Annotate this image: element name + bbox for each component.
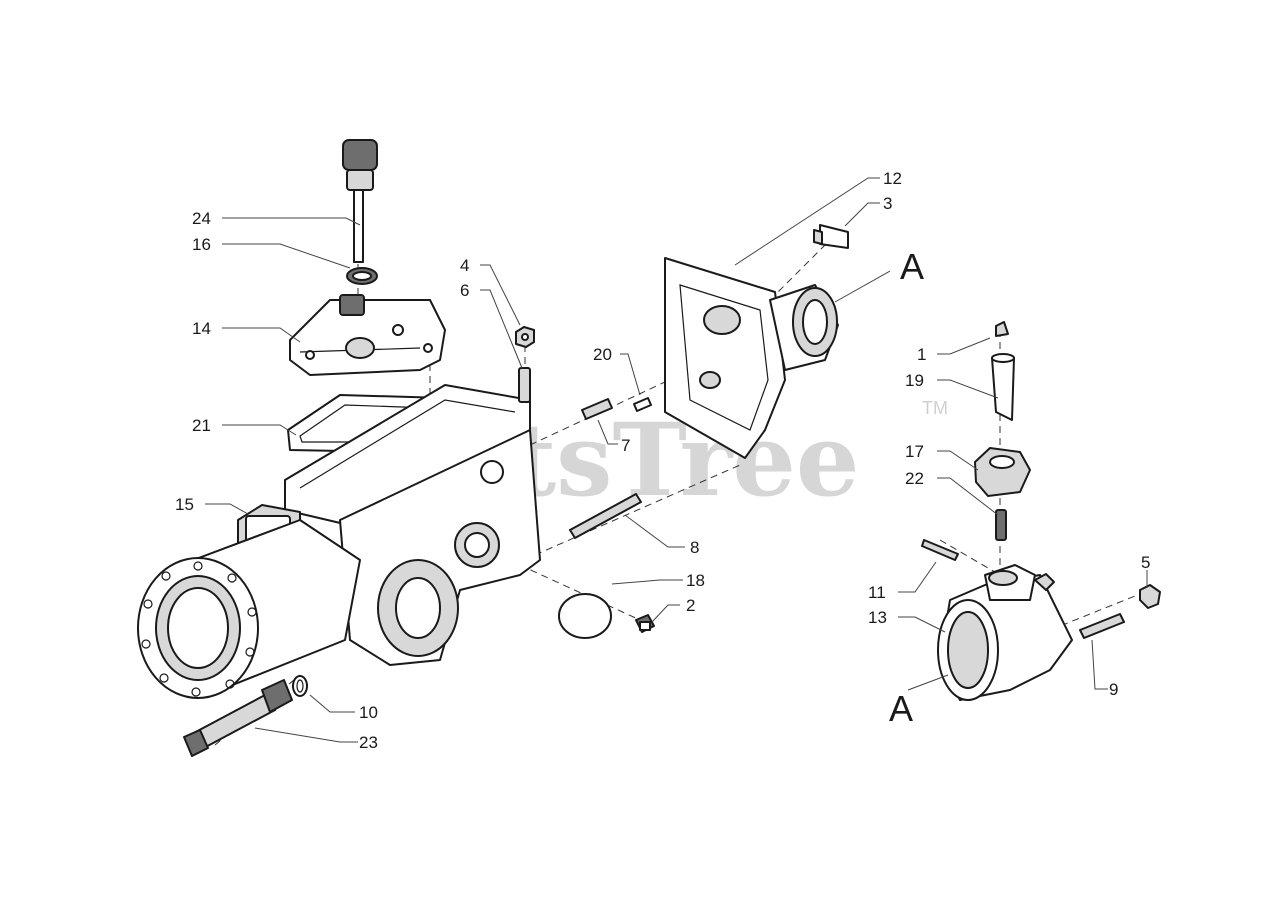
callout-15[interactable]: 15 <box>175 495 194 514</box>
section-mark-upper: A <box>900 246 924 287</box>
callout-9[interactable]: 9 <box>1109 680 1118 699</box>
part-23-drain-fitting[interactable] <box>183 679 293 757</box>
part-15-transmission-housing[interactable] <box>137 384 541 699</box>
section-mark-lower: A <box>889 688 913 729</box>
part-17-collar[interactable] <box>974 447 1031 497</box>
callout-2[interactable]: 2 <box>686 596 695 615</box>
callout-19[interactable]: 19 <box>905 371 924 390</box>
flange-bolt-holes <box>141 561 257 697</box>
callout-12[interactable]: 12 <box>883 169 902 188</box>
part-6-stud[interactable] <box>518 367 531 403</box>
callout-4[interactable]: 4 <box>460 256 469 275</box>
part-2-bolt[interactable] <box>635 614 655 633</box>
callout-24[interactable]: 24 <box>192 209 211 228</box>
callout-16[interactable]: 16 <box>192 235 211 254</box>
callout-11[interactable]: 11 <box>868 583 886 602</box>
callout-7[interactable]: 7 <box>621 436 630 455</box>
callout-14[interactable]: 14 <box>192 319 211 338</box>
callout-23[interactable]: 23 <box>359 733 378 752</box>
callout-20[interactable]: 20 <box>593 345 612 364</box>
part-3-plug[interactable] <box>813 224 849 249</box>
part-5-nut[interactable] <box>1139 584 1161 609</box>
part-8-long-stud[interactable] <box>569 493 642 539</box>
callout-8[interactable]: 8 <box>690 538 699 557</box>
part-9-stud[interactable] <box>1079 613 1125 639</box>
part-24-dipstick[interactable] <box>342 139 378 263</box>
part-10-o-ring[interactable] <box>292 675 308 697</box>
callout-13[interactable]: 13 <box>868 608 887 627</box>
callout-21[interactable]: 21 <box>192 416 211 435</box>
part-18-cover-plate[interactable] <box>558 593 612 639</box>
part-20-dowel[interactable] <box>633 397 652 412</box>
part-11-pin[interactable] <box>921 539 959 561</box>
part-16-o-ring[interactable] <box>346 267 378 285</box>
leader-lines <box>205 177 1148 743</box>
part-12-intermediate-housing[interactable] <box>664 257 839 459</box>
part-22-spring[interactable] <box>995 509 1007 541</box>
callout-18[interactable]: 18 <box>686 571 705 590</box>
callout-1[interactable]: 1 <box>917 345 926 364</box>
watermark-tm: TM <box>922 398 948 418</box>
part-1-grease-fitting[interactable] <box>995 321 1009 337</box>
callout-labels: 24 16 14 21 15 4 6 20 7 8 18 2 10 23 12 … <box>175 169 1150 752</box>
part-4-nut[interactable] <box>515 326 535 348</box>
callout-3[interactable]: 3 <box>883 194 892 213</box>
callout-6[interactable]: 6 <box>460 281 469 300</box>
callout-10[interactable]: 10 <box>359 703 378 722</box>
callout-22[interactable]: 22 <box>905 469 924 488</box>
part-13-knuckle[interactable] <box>937 564 1073 701</box>
callout-5[interactable]: 5 <box>1141 553 1150 572</box>
callout-17[interactable]: 17 <box>905 442 924 461</box>
part-7-stud[interactable] <box>581 398 613 420</box>
part-19-bushing[interactable] <box>991 353 1015 421</box>
part-14-top-cover[interactable] <box>289 294 446 376</box>
